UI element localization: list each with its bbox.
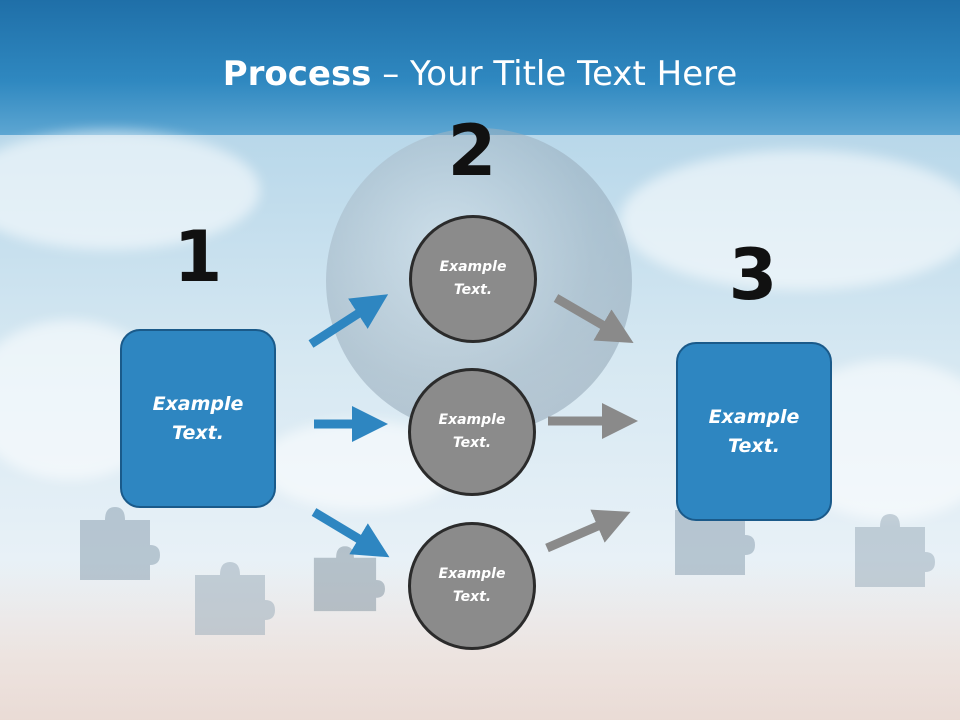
- sky-header-band: [0, 0, 960, 135]
- arrow-down-right: [311, 508, 390, 558]
- title-bold: Process: [222, 54, 372, 94]
- step-2-circle-middle: Example Text.: [408, 368, 536, 496]
- circle-top-line2: Text.: [453, 282, 493, 298]
- circle-middle-line1: Example: [438, 412, 506, 428]
- circle-middle-line2: Text.: [452, 435, 492, 451]
- step-2-circle-top: Example Text.: [409, 215, 537, 343]
- puzzle-piece-icon: [855, 514, 935, 587]
- arrow-down-right-gray: [553, 294, 634, 344]
- step-number-3: 3: [728, 234, 778, 316]
- step-1-line2: Text.: [172, 421, 224, 444]
- cloud: [620, 150, 960, 290]
- arrow-up-right-gray: [545, 509, 631, 553]
- cloud: [0, 130, 260, 250]
- circle-bottom-line2: Text.: [452, 589, 492, 605]
- step-number-2: 2: [447, 110, 497, 192]
- circle-top-line1: Example: [439, 259, 507, 275]
- puzzle-piece-icon: [195, 562, 275, 635]
- arrow-up-right: [308, 294, 389, 348]
- slide-title: Process – Your Title Text Here: [0, 54, 960, 94]
- step-number-1: 1: [173, 216, 223, 298]
- step-1-box: Example Text.: [120, 329, 276, 508]
- puzzle-piece-icon: [313, 546, 385, 612]
- step-3-line1: Example: [708, 405, 800, 428]
- step-2-circle-bottom: Example Text.: [408, 522, 536, 650]
- step-1-line1: Example: [152, 392, 244, 415]
- step-3-line2: Text.: [728, 434, 780, 457]
- puzzle-piece-icon: [80, 507, 160, 580]
- title-rest: – Your Title Text Here: [371, 54, 738, 94]
- step-3-box: Example Text.: [676, 342, 832, 521]
- circle-bottom-line1: Example: [438, 566, 506, 582]
